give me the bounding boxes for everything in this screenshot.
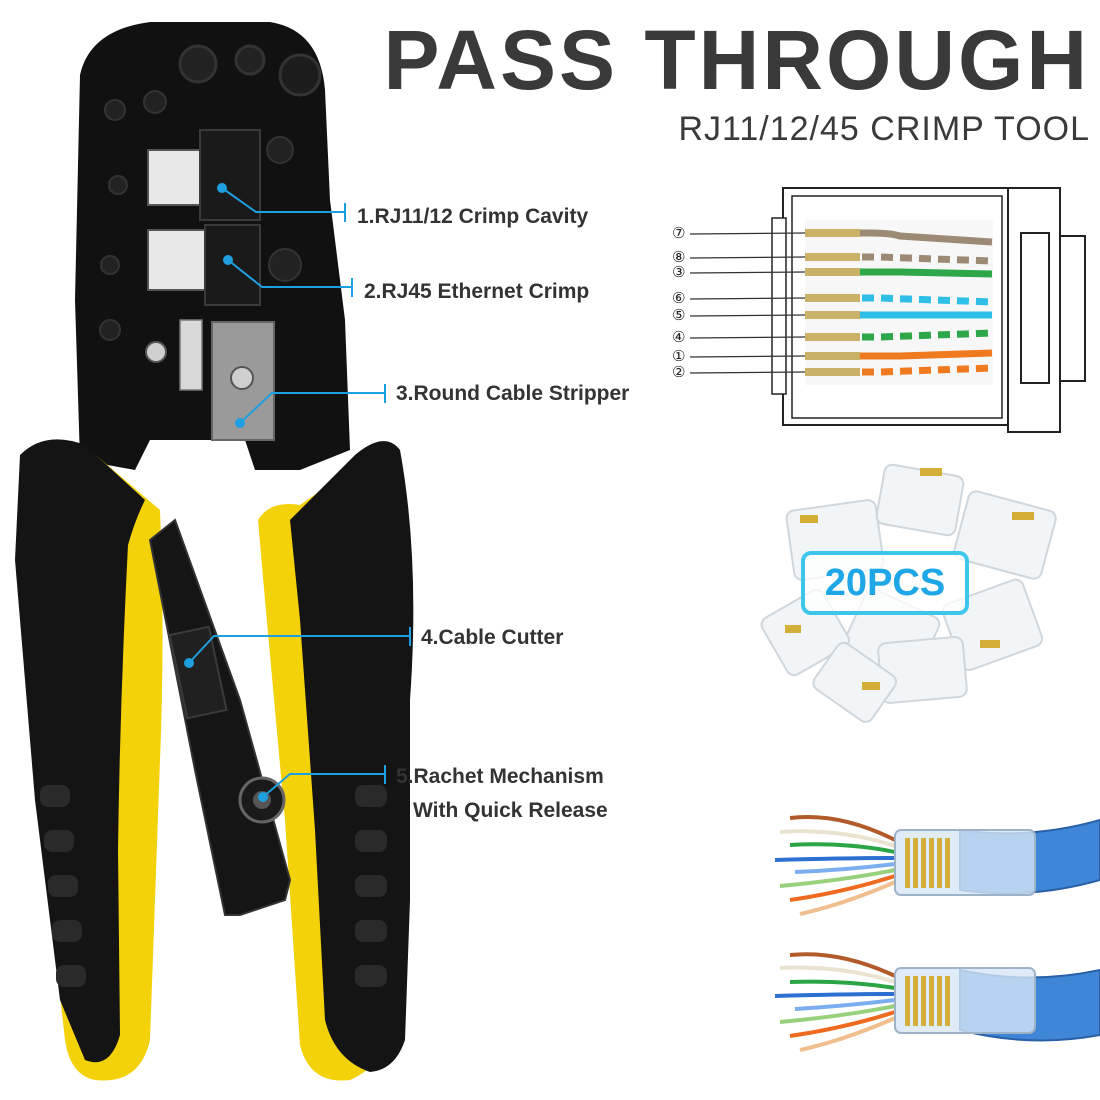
plug-latch [1020, 232, 1050, 384]
callout-label: 4.Cable Cutter [421, 626, 564, 649]
grip-ridge [355, 875, 387, 897]
head-hole [266, 136, 294, 164]
pin-label: ② [672, 363, 686, 381]
grip-ridge [56, 965, 86, 987]
grip-ridge [355, 830, 387, 852]
grip-ridge [355, 920, 387, 942]
rj45-cavity [147, 229, 209, 291]
gold-contact [805, 333, 860, 341]
wire-brown [805, 229, 993, 246]
callout-label: 1.RJ11/12 Crimp Cavity [357, 205, 589, 228]
pinout-diagram [689, 187, 1086, 433]
plug-tab [1059, 235, 1086, 382]
cutter-blade [168, 625, 228, 720]
pin-label: ① [672, 347, 686, 365]
head-hole [268, 248, 302, 282]
left-handle-grip [15, 439, 145, 1063]
head-hole [234, 44, 266, 76]
plug-clip [771, 217, 787, 395]
pivot-screw [145, 341, 167, 363]
pin-label: ⑦ [672, 224, 686, 242]
callout-lines [184, 183, 411, 802]
wire-green [805, 268, 993, 278]
pin-label: ⑤ [672, 306, 686, 324]
pin-label: ⑧ [672, 248, 686, 266]
head-hole [143, 90, 167, 114]
connector-pins [785, 468, 1034, 690]
rj11-cavity [147, 149, 204, 206]
wire-orange [805, 349, 993, 360]
pin-label: ③ [672, 263, 686, 281]
callout-cable-cutter: 4.Cable Cutter [421, 627, 563, 648]
grip-ridge [355, 965, 387, 987]
grip-ridge [40, 785, 70, 807]
callout-label: 5.Rachet Mechanism [396, 765, 604, 788]
gold-contact [805, 253, 860, 261]
page-subtitle: RJ11/12/45 CRIMP TOOL [678, 110, 1090, 148]
callout-label: 2.RJ45 Ethernet Crimp [364, 280, 590, 303]
rj11-die [199, 129, 261, 221]
callout-ratchet-line2: With Quick Release [413, 800, 608, 821]
grip-ridge [355, 785, 387, 807]
gold-contact [805, 229, 860, 237]
right-handle-grip [290, 441, 414, 1073]
quantity-badge: 20PCS [801, 551, 969, 615]
callout-ratchet: 5.Rachet Mechanism [396, 766, 604, 787]
callout-cable-stripper: 3.Round Cable Stripper [396, 383, 629, 404]
head-hole [178, 44, 218, 84]
head-hole [278, 53, 322, 97]
gold-contact [805, 268, 860, 276]
callout-ethernet-crimp: 2.RJ45 Ethernet Crimp [364, 281, 589, 302]
rj45-die [204, 224, 261, 306]
head-hole [104, 99, 126, 121]
callout-label: 3.Round Cable Stripper [396, 382, 630, 405]
grip-ridge [52, 920, 82, 942]
plug-outline-inner [791, 195, 1003, 419]
gold-contact [805, 311, 860, 319]
crimped-cable-bottom [774, 952, 1100, 1052]
gold-contact [805, 368, 860, 376]
gold-contact [805, 352, 860, 360]
stripper-screw [230, 366, 254, 390]
pin-label: ④ [672, 328, 686, 346]
page-title: PASS THROUGH [383, 13, 1090, 107]
head-hole [100, 255, 120, 275]
pin-label: ⑥ [672, 289, 686, 307]
grip-ridge [44, 830, 74, 852]
grip-ridge [48, 875, 78, 897]
gold-contact [805, 294, 860, 302]
callout-label: With Quick Release [413, 799, 608, 822]
head-hole [99, 319, 121, 341]
crimped-cable-top [774, 814, 1100, 916]
callout-crimp-cavity: 1.RJ11/12 Crimp Cavity [357, 206, 588, 227]
blade-guide [179, 319, 203, 391]
head-hole [108, 175, 128, 195]
